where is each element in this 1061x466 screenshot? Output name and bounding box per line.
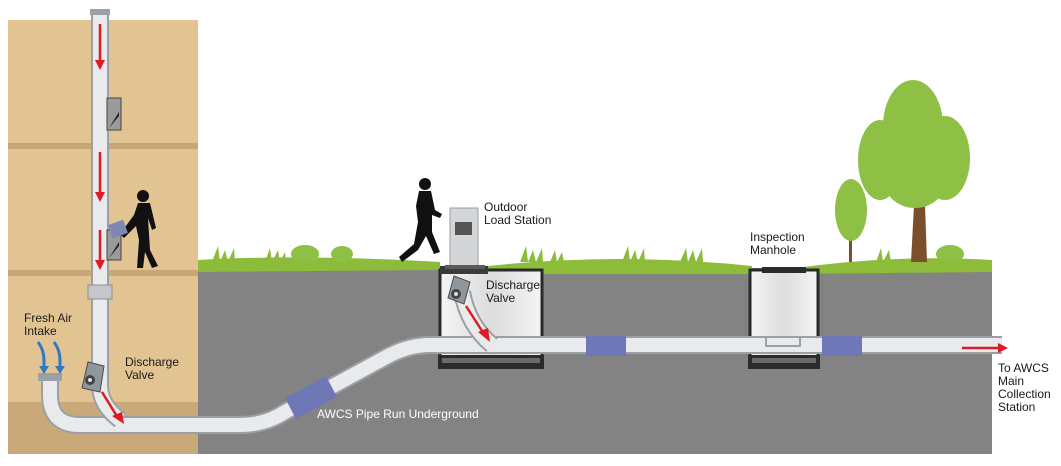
grass-strip <box>488 259 752 274</box>
discharge-valve-building <box>81 361 105 393</box>
label-discharge-valve-station: Discharge Valve <box>486 278 541 305</box>
pipe-joint <box>285 336 862 419</box>
grass-strip <box>198 257 440 272</box>
tree-icon <box>858 80 970 262</box>
label-destination: To AWCS Main Collection Station <box>998 361 1051 414</box>
label-outdoor-load-station: Outdoor Load Station <box>484 200 552 227</box>
blue-air-arrow-icon <box>36 341 65 374</box>
discharge-valve-station <box>447 275 471 305</box>
load-door <box>106 97 122 131</box>
ground-soil <box>198 268 992 454</box>
label-fresh-air-intake: Fresh Air Intake <box>24 311 73 338</box>
riser-coupling <box>87 284 113 300</box>
riser-fittings <box>38 9 113 381</box>
red-flow-arrow-icon <box>95 24 1008 424</box>
outdoor-load-station <box>445 207 485 269</box>
load-door <box>106 229 122 261</box>
riser-cap <box>90 9 110 15</box>
grass-strip <box>796 258 992 274</box>
label-inspection-manhole: Inspection Manhole <box>750 230 805 257</box>
grass-tuft-icon <box>212 246 891 262</box>
bush <box>291 245 964 263</box>
fresh-air-cap <box>38 373 62 381</box>
person-silhouette-icon <box>108 190 158 268</box>
ground <box>198 257 992 454</box>
main-pipe-run <box>43 338 1002 432</box>
tree-icon <box>835 179 867 262</box>
manhole-trough <box>765 338 801 347</box>
label-discharge-valve-building: Discharge Valve <box>125 355 180 382</box>
person-silhouette-icon <box>399 178 442 262</box>
label-pipe-run: AWCS Pipe Run Underground <box>317 407 479 421</box>
